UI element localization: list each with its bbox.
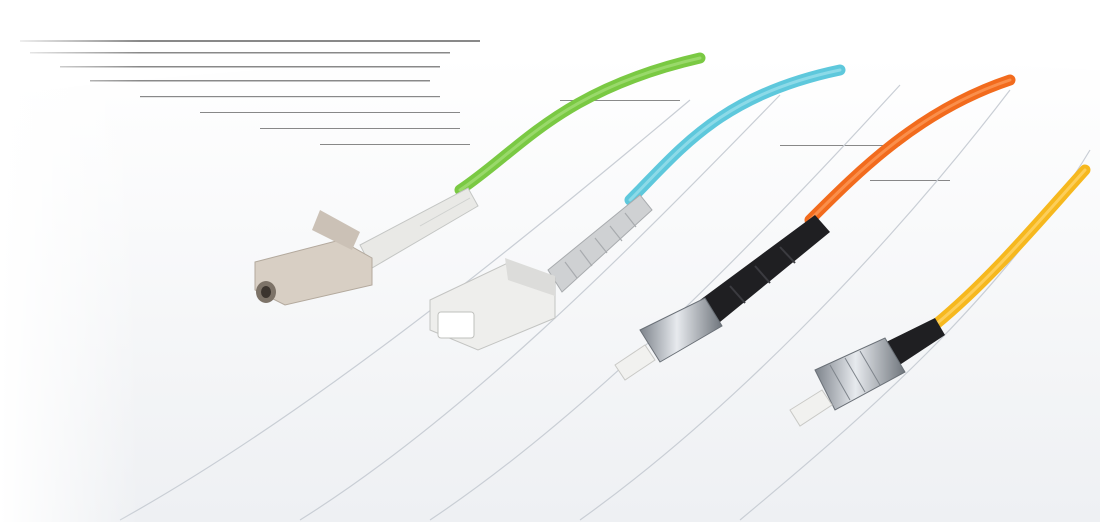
left-fade [0,0,140,522]
st-cable [614,74,1016,381]
lc-cable [254,52,706,306]
texture-band [20,40,950,181]
sc-cable [429,64,846,351]
fc-cable [789,164,1091,427]
